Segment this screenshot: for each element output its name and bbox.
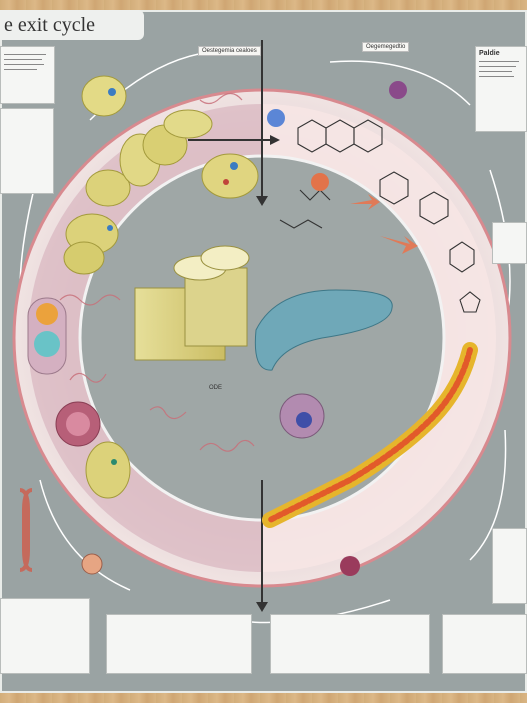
maroon-orb bbox=[340, 556, 360, 576]
info-box-bottom-2 bbox=[106, 614, 252, 674]
wavy-band bbox=[262, 342, 478, 528]
orange-arrow bbox=[380, 236, 418, 254]
yellow-granules bbox=[63, 75, 259, 499]
info-box-structure bbox=[0, 108, 54, 194]
info-box-right-low bbox=[492, 528, 527, 604]
top-center-label: Oestegemia cealoes bbox=[198, 46, 261, 56]
spiral-roll bbox=[134, 245, 250, 361]
right-tissue-band bbox=[262, 104, 496, 572]
poster-title: e exit cycle bbox=[0, 10, 144, 40]
orange-organelle bbox=[36, 303, 58, 325]
info-box-right-header: Paldie bbox=[475, 46, 527, 132]
info-box-top-left bbox=[0, 46, 55, 104]
granule-dots bbox=[107, 88, 238, 465]
info-box-bottom-1 bbox=[0, 598, 90, 674]
top-right-label: Oegemegedtio bbox=[362, 42, 410, 52]
small-cell bbox=[81, 553, 103, 575]
center-bottom-label: ODE bbox=[209, 385, 223, 391]
info-box-right-mid bbox=[492, 222, 527, 264]
blue-orb bbox=[267, 109, 285, 127]
molecule-structure bbox=[279, 119, 481, 313]
blue-organelle bbox=[254, 289, 393, 371]
tube-structure bbox=[19, 488, 33, 572]
info-box-bottom-4 bbox=[442, 614, 527, 674]
info-box-bottom-3 bbox=[270, 614, 430, 674]
violet-orb bbox=[389, 81, 407, 99]
orange-orb bbox=[311, 173, 329, 191]
cyan-organelle bbox=[34, 331, 60, 357]
